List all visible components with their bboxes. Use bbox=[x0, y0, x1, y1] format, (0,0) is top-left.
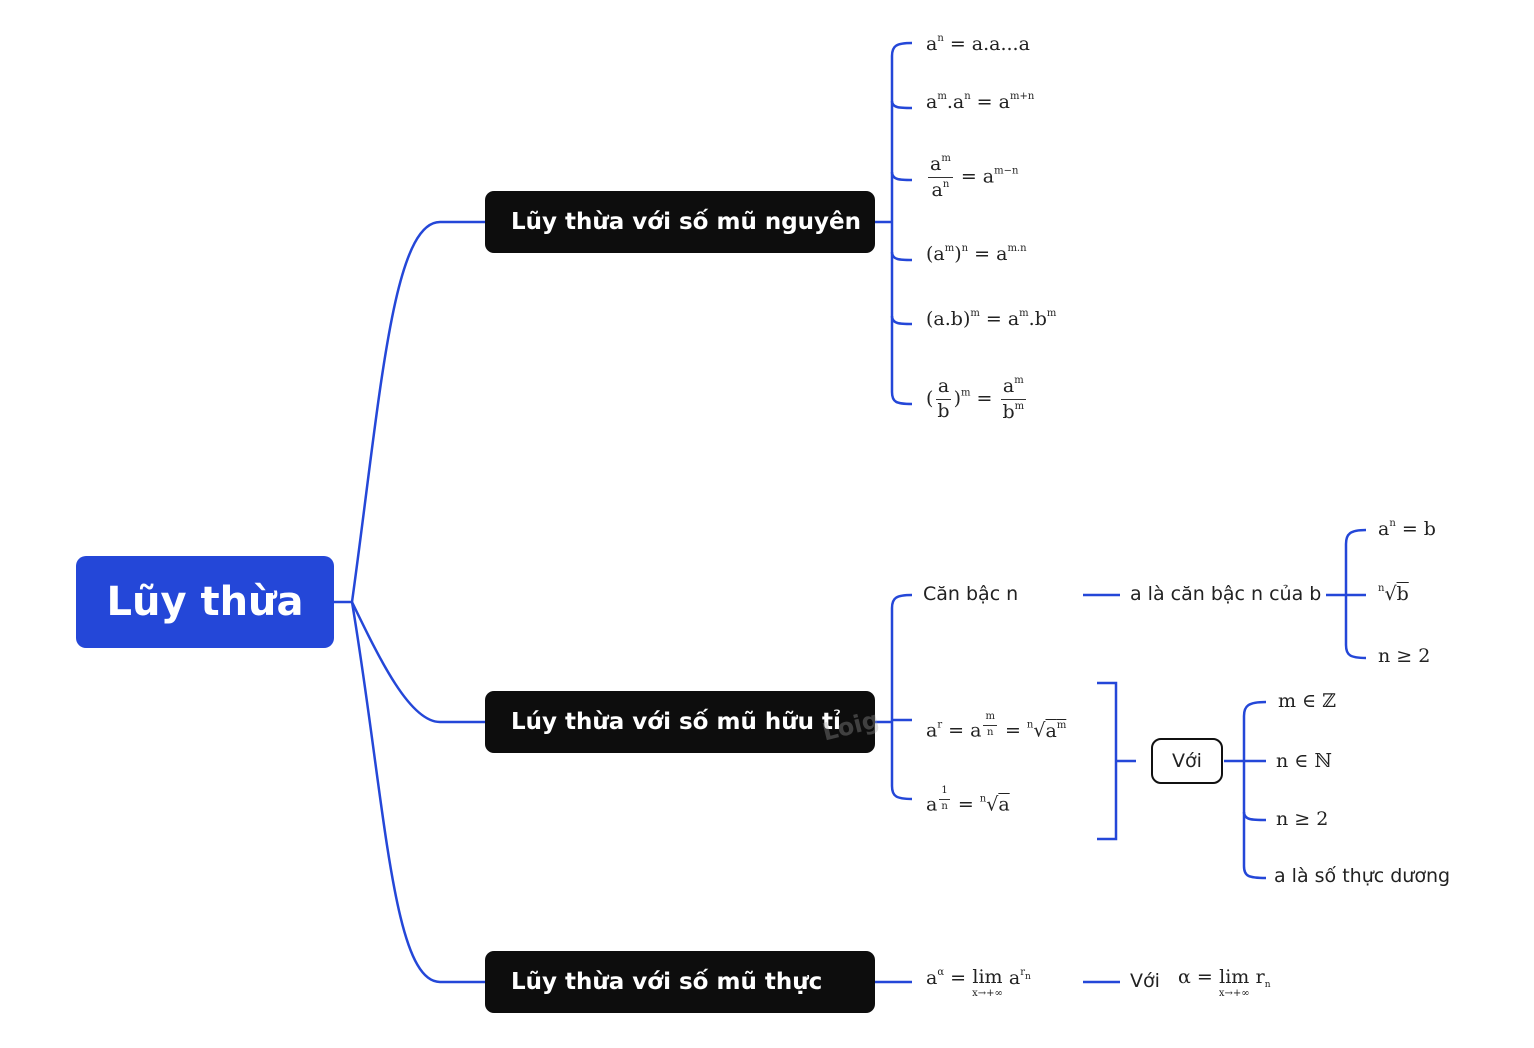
condition-n-natural: n ∈ ℕ bbox=[1276, 750, 1332, 772]
can-bac-n-label: Căn bậc n bbox=[923, 583, 1019, 605]
root-label: Lũy thừa bbox=[106, 579, 304, 625]
branch-rational-exponent[interactable]: Lúy thừa với số mũ hữu tỉ bbox=[485, 691, 875, 753]
voi-label: Với bbox=[1172, 750, 1202, 772]
branch-label: Lúy thừa với số mũ hữu tỉ bbox=[511, 709, 841, 735]
condition-m-integer: m ∈ ℤ bbox=[1278, 690, 1337, 712]
formula-power-definition: an = a.a...a bbox=[926, 33, 1030, 55]
formula-product-rule: am.an = am+n bbox=[926, 91, 1035, 113]
formula-nth-root-b: n√b bbox=[1378, 583, 1409, 605]
formula-power-of-product: (a.b)m = am.bm bbox=[926, 308, 1057, 330]
branch-label: Lũy thừa với số mũ nguyên bbox=[511, 209, 862, 235]
condition-n-ge-2: n ≥ 2 bbox=[1276, 808, 1329, 830]
limit-subscript: x→+∞ bbox=[972, 988, 1003, 999]
formula-root-condition: an = b bbox=[1378, 518, 1436, 540]
formula-n-ge-2: n ≥ 2 bbox=[1378, 645, 1431, 667]
voi-label-real: Với bbox=[1130, 970, 1160, 992]
root-node[interactable]: Lũy thừa bbox=[76, 556, 334, 648]
voi-node[interactable]: Với bbox=[1151, 738, 1223, 784]
can-bac-n-definition: a là căn bậc n của b bbox=[1130, 583, 1322, 605]
branch-integer-exponent[interactable]: Lũy thừa với số mũ nguyên bbox=[485, 191, 875, 253]
branch-real-exponent[interactable]: Lũy thừa với số mũ thực bbox=[485, 951, 875, 1013]
branch-label: Lũy thừa với số mũ thực bbox=[511, 969, 823, 995]
condition-a-positive-real: a là số thực dương bbox=[1274, 865, 1451, 887]
formula-power-of-power: (am)n = am.n bbox=[926, 243, 1027, 265]
